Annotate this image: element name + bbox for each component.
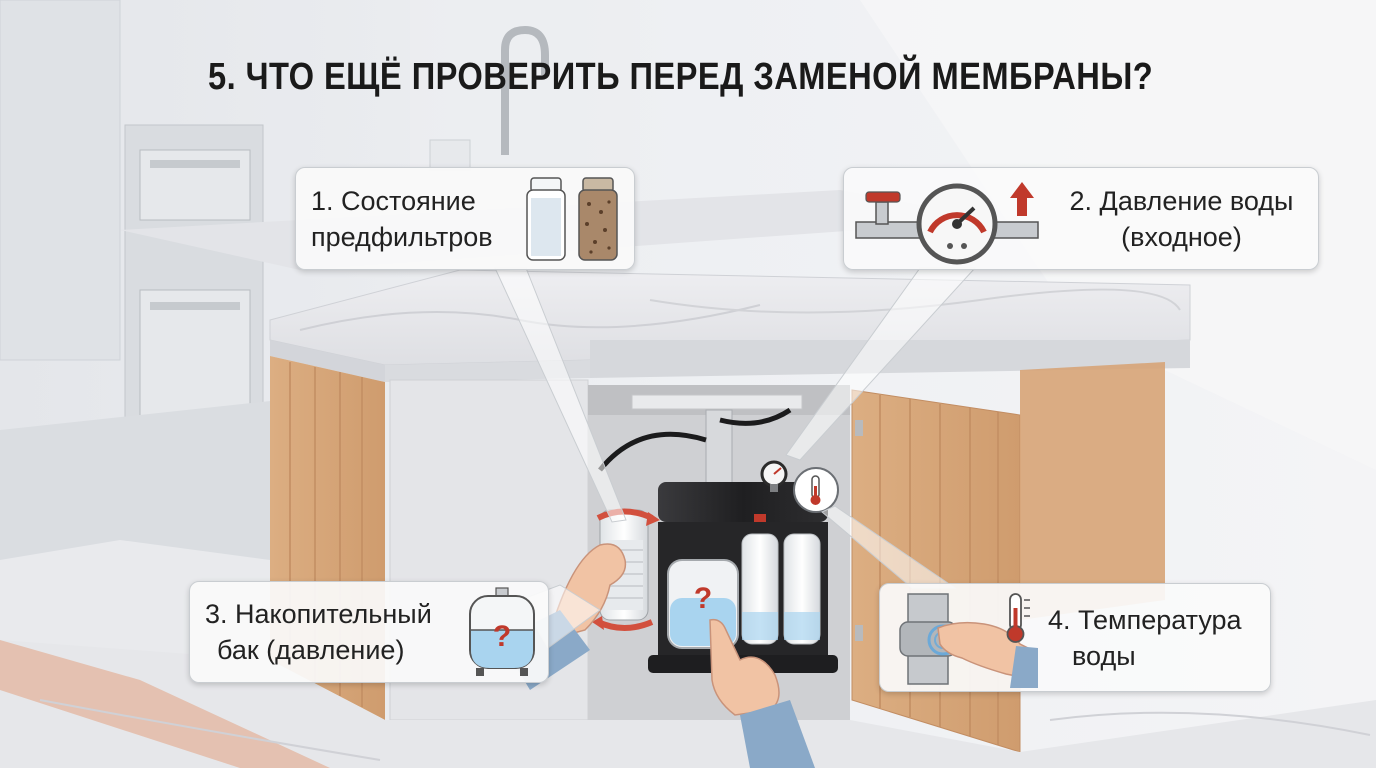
callout-prefilters: 1. Состояние предфильтров — [295, 167, 635, 270]
prefilter-cartridges-icon — [526, 177, 618, 261]
callout-prefilters-line1: 1. Состояние — [311, 186, 476, 216]
callout-water-temperature-line1: 4. Температура — [1048, 605, 1242, 635]
thermometer-icon — [1006, 593, 1030, 643]
page-title: 5. ЧТО ЕЩЁ ПРОВЕРИТЬ ПЕРЕД ЗАМЕНОЙ МЕМБР… — [208, 56, 1154, 98]
callout-storage-tank: 3. Накопительный бак (давление) ? — [189, 581, 549, 683]
callout-storage-tank-line2: бак (давление) — [217, 635, 405, 665]
svg-text:?: ? — [493, 620, 511, 653]
callout-storage-tank-line1: 3. Накопительный — [205, 599, 432, 629]
callout-water-temperature-line2: воды — [1072, 641, 1136, 671]
callout-water-pressure-line2: (входное) — [1121, 222, 1242, 252]
storage-tank-icon: ? — [469, 587, 535, 676]
callout-water-temperature: 4. Температура воды — [879, 583, 1271, 692]
callout-water-pressure: 2. Давление воды (входное) — [843, 167, 1319, 270]
svg-text:?: ? — [694, 582, 712, 615]
pipe-touch-illustration — [899, 593, 1038, 688]
callout-prefilters-line2: предфильтров — [311, 222, 493, 252]
pressure-gauge-icon — [855, 182, 1039, 265]
callout-water-pressure-line1: 2. Давление воды — [1069, 186, 1294, 216]
